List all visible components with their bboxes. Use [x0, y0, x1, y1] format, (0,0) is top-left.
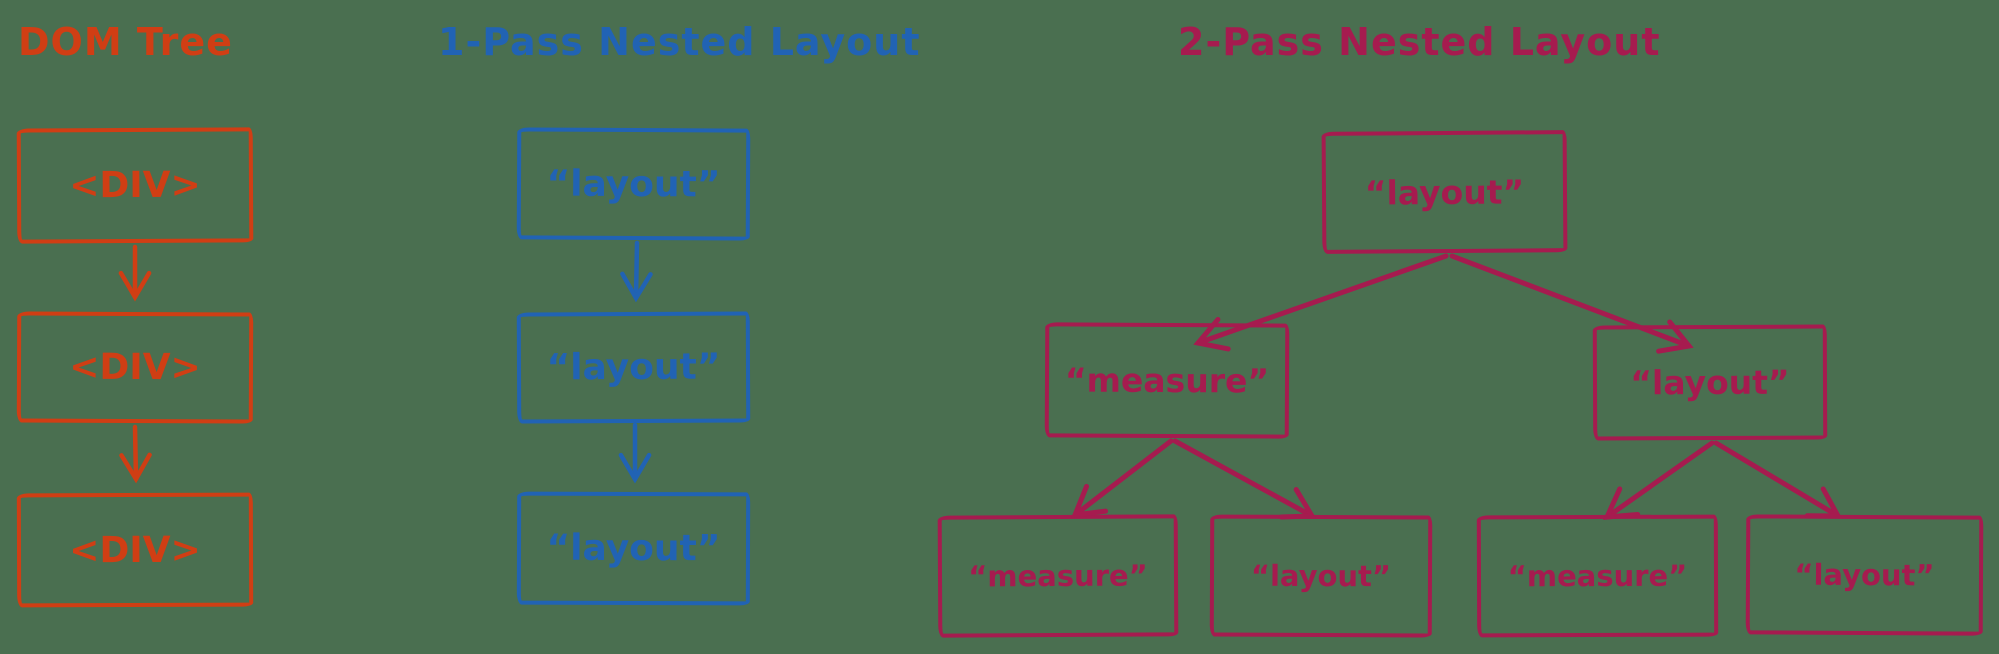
arrow-measure-to-leaf-2 [1172, 438, 1317, 520]
dom-node-3: <DIV> [16, 492, 254, 608]
arrow-onepass-1-2 [620, 240, 653, 303]
two-pass-leaf-layout-1: “layout” [1209, 514, 1433, 638]
dom-tree-title: DOM Tree [18, 20, 233, 64]
dom-node-2: <DIV> [16, 311, 254, 424]
two-pass-leaf-measure-1: “measure” [937, 514, 1179, 638]
two-pass-root-node: “layout” [1321, 130, 1568, 254]
two-pass-leaf-layout-2: “layout” [1745, 514, 1984, 636]
two-pass-branch-layout: “layout” [1592, 324, 1828, 441]
two-pass-leaf-measure-2: “measure” [1476, 514, 1719, 638]
arrow-dom-2-3 [119, 424, 152, 484]
arrow-measure-to-leaf-1 [1071, 438, 1174, 519]
one-pass-node-2: “layout” [516, 311, 751, 424]
two-pass-branch-measure: “measure” [1044, 322, 1290, 439]
one-pass-node-1: “layout” [516, 127, 751, 241]
dom-node-1: <DIV> [16, 127, 254, 244]
one-pass-title: 1-Pass Nested Layout [438, 20, 921, 64]
arrow-layout-to-leaf-4 [1713, 440, 1843, 519]
two-pass-title: 2-Pass Nested Layout [1178, 20, 1661, 64]
one-pass-node-3: “layout” [516, 491, 751, 606]
arrow-layout-to-leaf-3 [1602, 440, 1715, 520]
